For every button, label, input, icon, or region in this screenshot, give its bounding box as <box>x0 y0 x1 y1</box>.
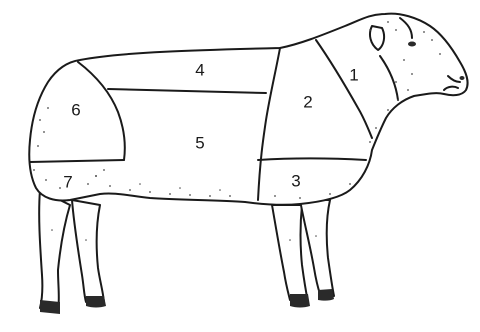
region-label-6: 6 <box>71 100 80 119</box>
region-label-3: 3 <box>291 171 300 190</box>
sheep-body-outline <box>29 14 467 205</box>
region-label-4: 4 <box>195 60 204 79</box>
region-label-7: 7 <box>63 172 72 191</box>
region-label-1: 1 <box>349 65 358 84</box>
region-label-2: 2 <box>303 92 312 111</box>
eye-icon <box>408 42 416 47</box>
region-label-5: 5 <box>195 133 204 152</box>
front-legs <box>272 200 334 308</box>
rear-legs <box>39 190 106 314</box>
